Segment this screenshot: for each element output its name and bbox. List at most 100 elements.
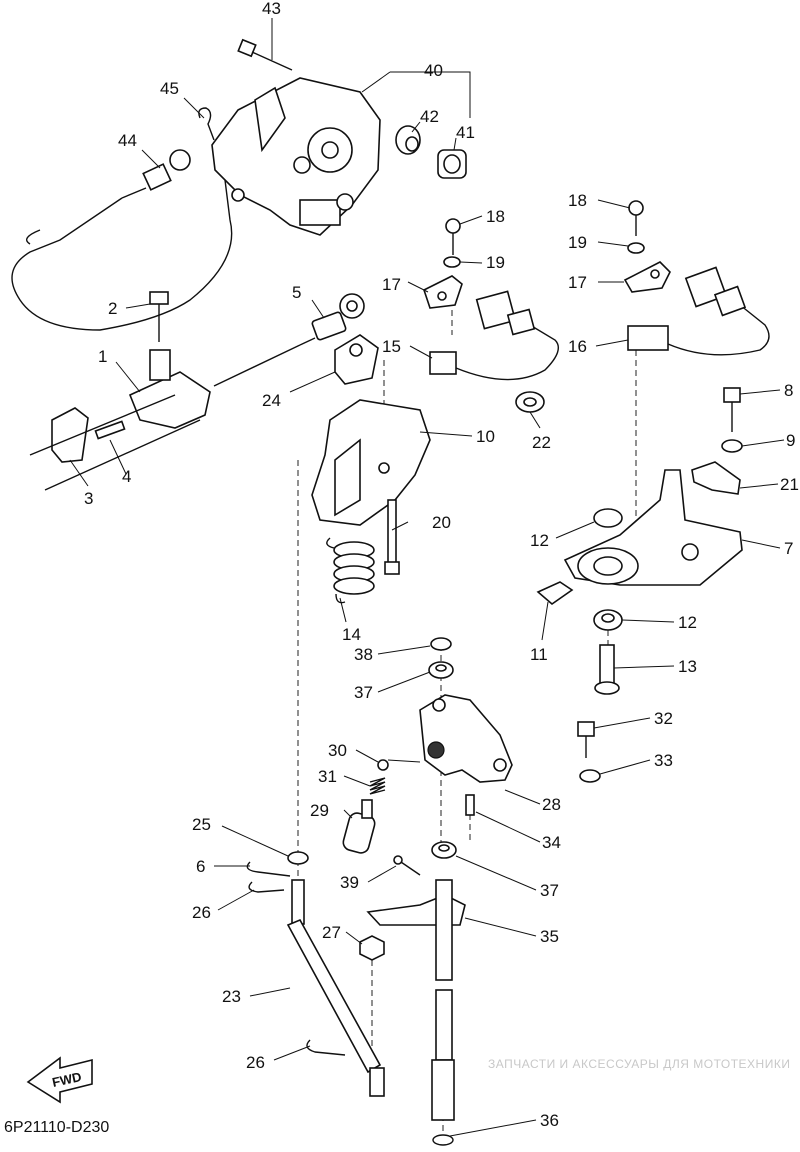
watermark-tagline: ЗАПЧАСТИ И АКСЕССУАРЫ ДЛЯ МОТОТЕХНИКИ — [488, 1057, 790, 1071]
bushing-12-lower — [593, 609, 623, 631]
washer-33 — [579, 769, 601, 783]
switch-15 — [429, 290, 559, 381]
callout-38: 38 — [354, 645, 373, 664]
callout-6: 6 — [196, 857, 205, 876]
bushing-12-upper — [593, 508, 623, 528]
clip-26-lower — [306, 1039, 346, 1056]
callout-18-right: 18 — [568, 191, 587, 210]
callout-19-left: 19 — [486, 253, 505, 272]
grommet-22 — [515, 391, 545, 413]
bushing-42 — [395, 125, 421, 155]
spring-14 — [326, 537, 375, 604]
pin-4 — [94, 420, 126, 440]
callout-9: 9 — [786, 431, 795, 450]
screw-18-right — [628, 200, 644, 236]
bushing-37-upper — [428, 661, 454, 679]
plate-17-right — [623, 261, 671, 293]
nut-27 — [359, 935, 385, 961]
joint-5 — [311, 293, 365, 341]
callout-11: 11 — [530, 645, 548, 664]
callout-15: 15 — [382, 337, 401, 356]
clamp-21 — [691, 461, 741, 495]
callout-42: 42 — [420, 107, 439, 126]
washer-19-left — [443, 256, 461, 268]
diagram-code: 6P21110-D230 — [4, 1119, 109, 1136]
grease-nipple-11 — [536, 581, 574, 606]
callout-3: 3 — [84, 489, 93, 508]
callout-4: 4 — [122, 467, 131, 486]
callout-35: 35 — [540, 927, 559, 946]
bolt-43 — [237, 38, 293, 71]
callout-31: 31 — [318, 767, 337, 786]
shift-rod-35 — [366, 879, 466, 1121]
washer-38 — [430, 637, 452, 651]
plunger-29 — [342, 799, 376, 854]
washer-9 — [721, 439, 743, 453]
callout-13: 13 — [678, 657, 697, 676]
callout-30: 30 — [328, 741, 347, 760]
callout-22: 22 — [532, 433, 551, 452]
callout-numbers: 43 45 44 40 42 41 2 5 1 3 4 24 10 20 14 … — [84, 0, 799, 1130]
callout-34: 34 — [542, 833, 561, 852]
callout-26-upper: 26 — [192, 903, 211, 922]
callout-36: 36 — [540, 1111, 559, 1130]
callout-32: 32 — [654, 709, 673, 728]
callout-10: 10 — [476, 427, 495, 446]
bushing-37-lower — [431, 841, 457, 859]
slider-bracket-10 — [311, 399, 431, 526]
callout-2: 2 — [108, 299, 117, 318]
fwd-arrow: FWD — [26, 1056, 93, 1104]
washer-19-right — [627, 242, 645, 254]
bolt-2 — [149, 291, 169, 342]
callout-14: 14 — [342, 625, 361, 644]
callout-37-upper: 37 — [354, 683, 373, 702]
shift-cable — [213, 337, 316, 387]
callout-27: 27 — [322, 923, 341, 942]
clip-26-upper — [248, 881, 285, 893]
tie-20 — [384, 499, 400, 575]
bolt-13 — [594, 644, 620, 695]
callout-25: 25 — [192, 815, 211, 834]
spring-31 — [369, 777, 386, 795]
callout-12-upper: 12 — [530, 531, 549, 550]
callout-24: 24 — [262, 391, 281, 410]
callout-21: 21 — [780, 475, 799, 494]
callout-5: 5 — [292, 283, 301, 302]
clamp-3 — [51, 407, 89, 463]
callout-44: 44 — [118, 131, 137, 150]
collar-41 — [437, 149, 467, 179]
ball-30 — [377, 759, 389, 771]
callout-40: 40 — [424, 61, 443, 80]
callout-20: 20 — [432, 513, 451, 532]
link-rod-23 — [286, 879, 385, 1097]
guide-rods — [29, 394, 201, 491]
callout-18-left: 18 — [486, 207, 505, 226]
joint-44 — [121, 149, 191, 199]
throttle-cable — [11, 179, 233, 331]
callout-12-lower: 12 — [678, 613, 697, 632]
screw-18-left — [445, 218, 461, 255]
clip-6 — [246, 861, 291, 877]
pin-34 — [465, 794, 475, 816]
callout-39: 39 — [340, 873, 359, 892]
callout-8: 8 — [784, 381, 793, 400]
fwd-label: FWD — [51, 1069, 83, 1090]
callout-45: 45 — [160, 79, 179, 98]
washer-25 — [287, 851, 309, 865]
callout-37-lower: 37 — [540, 881, 559, 900]
bolt-32 — [577, 721, 595, 758]
pin-39 — [393, 855, 421, 876]
callout-23: 23 — [222, 987, 241, 1006]
callout-16: 16 — [568, 337, 587, 356]
clip-45 — [198, 107, 215, 141]
callout-28: 28 — [542, 795, 561, 814]
callout-26-lower: 26 — [246, 1053, 265, 1072]
callout-17-left: 17 — [382, 275, 401, 294]
callout-41: 41 — [456, 123, 475, 142]
callout-43: 43 — [262, 0, 281, 18]
joint-24 — [334, 334, 379, 385]
bolt-8 — [723, 387, 741, 432]
switch-16 — [627, 266, 770, 356]
leader-lines — [69, 18, 785, 1137]
